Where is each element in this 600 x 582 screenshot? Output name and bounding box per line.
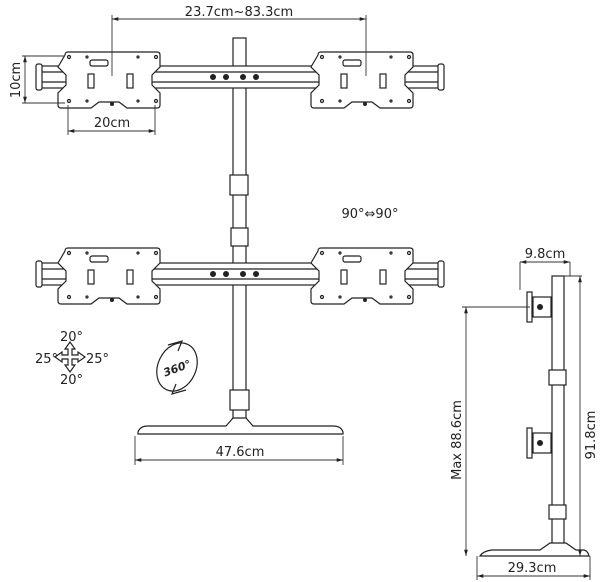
front-view: 23.7cm~83.3cm 10cm 20cm 47.6cm 90°⇔90° 2…: [9, 5, 445, 465]
tilt-indicator: 20° 20° 25° 25°: [35, 330, 109, 388]
side-upper-plate: [526, 291, 552, 323]
pan-right-label: 25°: [86, 352, 109, 367]
side-view: 9.8cm Max 88.6cm 91.8cm 29.3cm: [450, 247, 599, 580]
tilt-down-label: 20°: [60, 373, 83, 388]
max-height-label: Max 88.6cm: [450, 400, 465, 480]
pole-clamp-upper: [229, 174, 249, 196]
pole-clamp-lower: [229, 389, 250, 411]
plate-height-label: 10cm: [9, 62, 24, 98]
side-base: [478, 542, 590, 557]
pole-clamp-middle: [230, 227, 249, 247]
plate-width-label: 20cm: [94, 116, 130, 131]
base: [137, 417, 344, 435]
arm-offset-label: 9.8cm: [525, 247, 566, 262]
base-depth-label: 29.3cm: [508, 561, 557, 576]
vesa-span-label: 23.7cm~83.3cm: [185, 5, 293, 20]
base-width-label: 47.6cm: [216, 445, 265, 460]
rotate-360-icon: 360°: [156, 340, 198, 395]
side-lower-plate: [526, 427, 552, 459]
tilt-up-label: 20°: [60, 330, 83, 345]
pan-left-label: 25°: [35, 352, 58, 367]
rotate-360-label: 360°: [162, 357, 193, 379]
total-height-label: 91.8cm: [584, 411, 599, 460]
swivel-label: 90°⇔90°: [342, 207, 399, 222]
